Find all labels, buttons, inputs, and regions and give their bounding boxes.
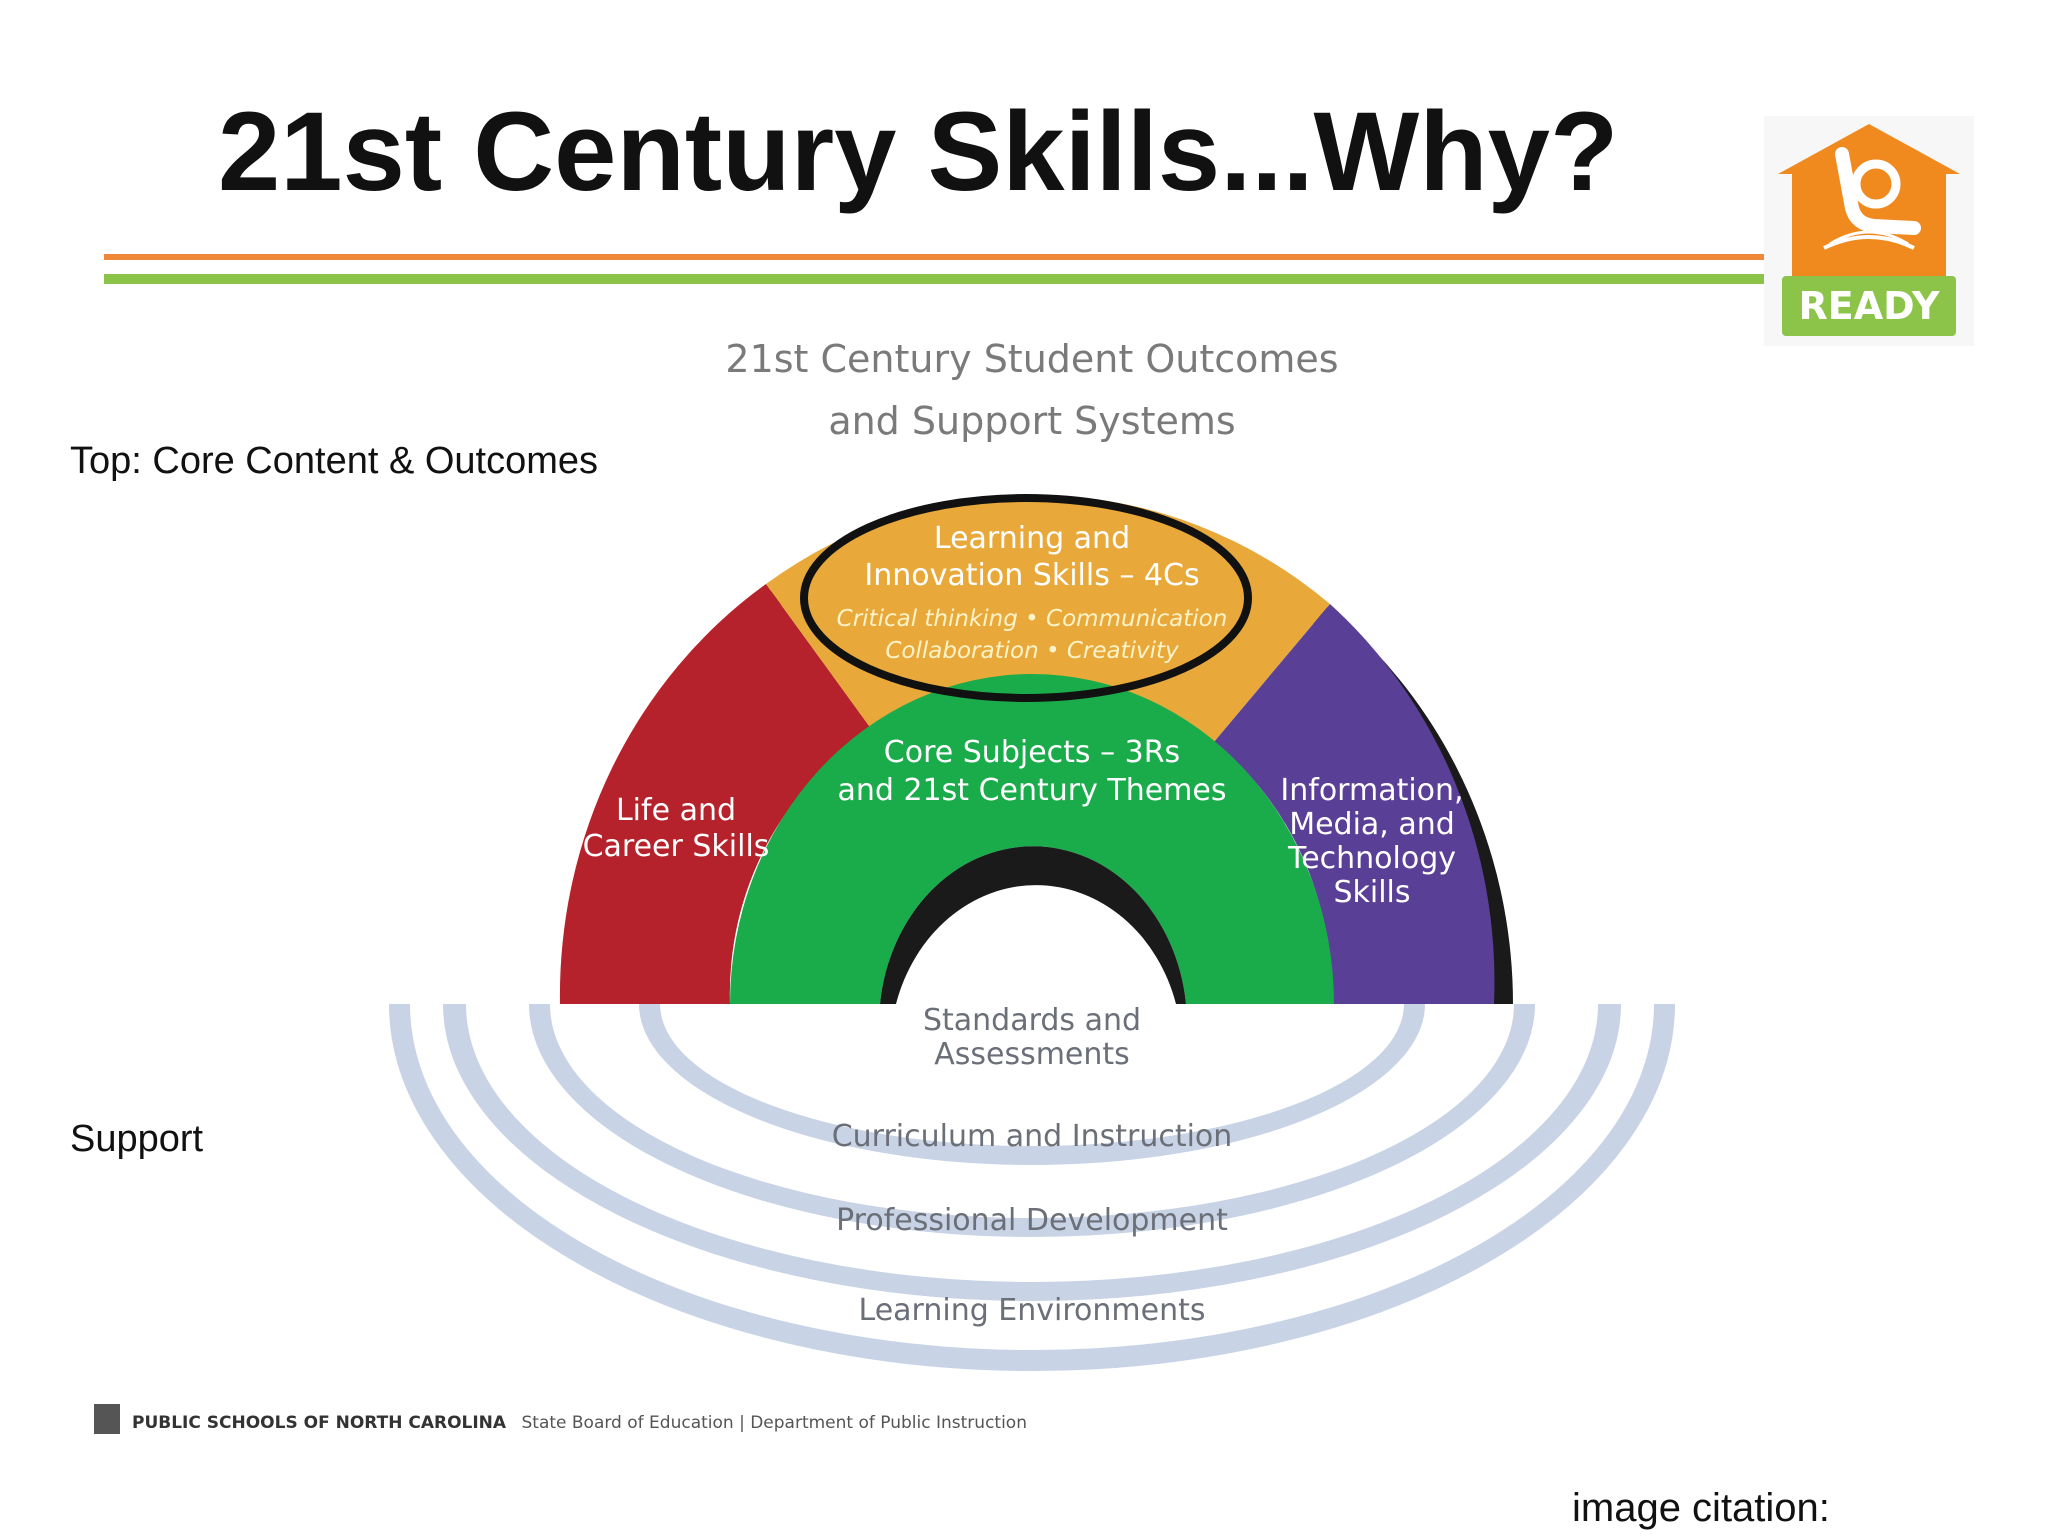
logo-ready-text: READY (1799, 284, 1940, 328)
core-subjects-line2: and 21st Century Themes (837, 773, 1226, 808)
life-career-line1: Life and (616, 793, 736, 828)
learning-innovation-line1: Learning and (934, 521, 1130, 556)
learning-innovation-line2: Innovation Skills – 4Cs (864, 558, 1199, 593)
reader-head-icon (1851, 159, 1901, 209)
label-support: Support (70, 1118, 204, 1160)
learning-innovation-sub2: Collaboration • Creativity (885, 638, 1179, 664)
learning-innovation-sub1: Critical thinking • Communication (837, 606, 1228, 632)
label-top-core-content: Top: Core Content & Outcomes (70, 440, 599, 482)
highlight-ellipse-4cs (800, 494, 1252, 702)
standards-line2: Assessments (934, 1037, 1130, 1072)
slide-title: 21st Century Skills...Why? (218, 89, 1619, 214)
seal-icon (94, 1404, 120, 1434)
standards-line1: Standards and (923, 1003, 1141, 1038)
green-divider (104, 274, 1768, 284)
information-media-line2: Media, and (1289, 807, 1455, 842)
ready-logo: READY (1764, 116, 1974, 346)
segment-information-media (1214, 604, 1495, 1004)
information-media-line4: Skills (1333, 875, 1410, 910)
footer-credit: PUBLIC SCHOOLS OF NORTH CAROLINA State B… (94, 1404, 1027, 1434)
svg-text:PUBLIC SCHOOLS OF NORTH CAROLI: PUBLIC SCHOOLS OF NORTH CAROLINA State B… (132, 1413, 1027, 1433)
segment-core-subjects (730, 674, 1334, 1004)
segment-life-career (559, 584, 872, 1004)
information-media-line1: Information, (1280, 773, 1463, 808)
diagram-title-line1: 21st Century Student Outcomes (725, 337, 1338, 381)
footer-org: PUBLIC SCHOOLS OF NORTH CAROLINA (132, 1413, 507, 1433)
life-career-line2: Career Skills (583, 829, 770, 864)
professional-label: Professional Development (836, 1203, 1228, 1238)
outcomes-arch (559, 494, 1513, 1004)
footer-agencies: State Board of Education | Department of… (521, 1413, 1027, 1433)
core-subjects-line1: Core Subjects – 3Rs (884, 735, 1180, 770)
orange-divider (104, 254, 1768, 260)
information-media-line3: Technology (1287, 841, 1456, 876)
image-citation: image citation: (1572, 1486, 1830, 1530)
diagram-title-line2: and Support Systems (828, 399, 1235, 443)
environments-label: Learning Environments (859, 1293, 1206, 1328)
curriculum-label: Curriculum and Instruction (832, 1119, 1233, 1154)
